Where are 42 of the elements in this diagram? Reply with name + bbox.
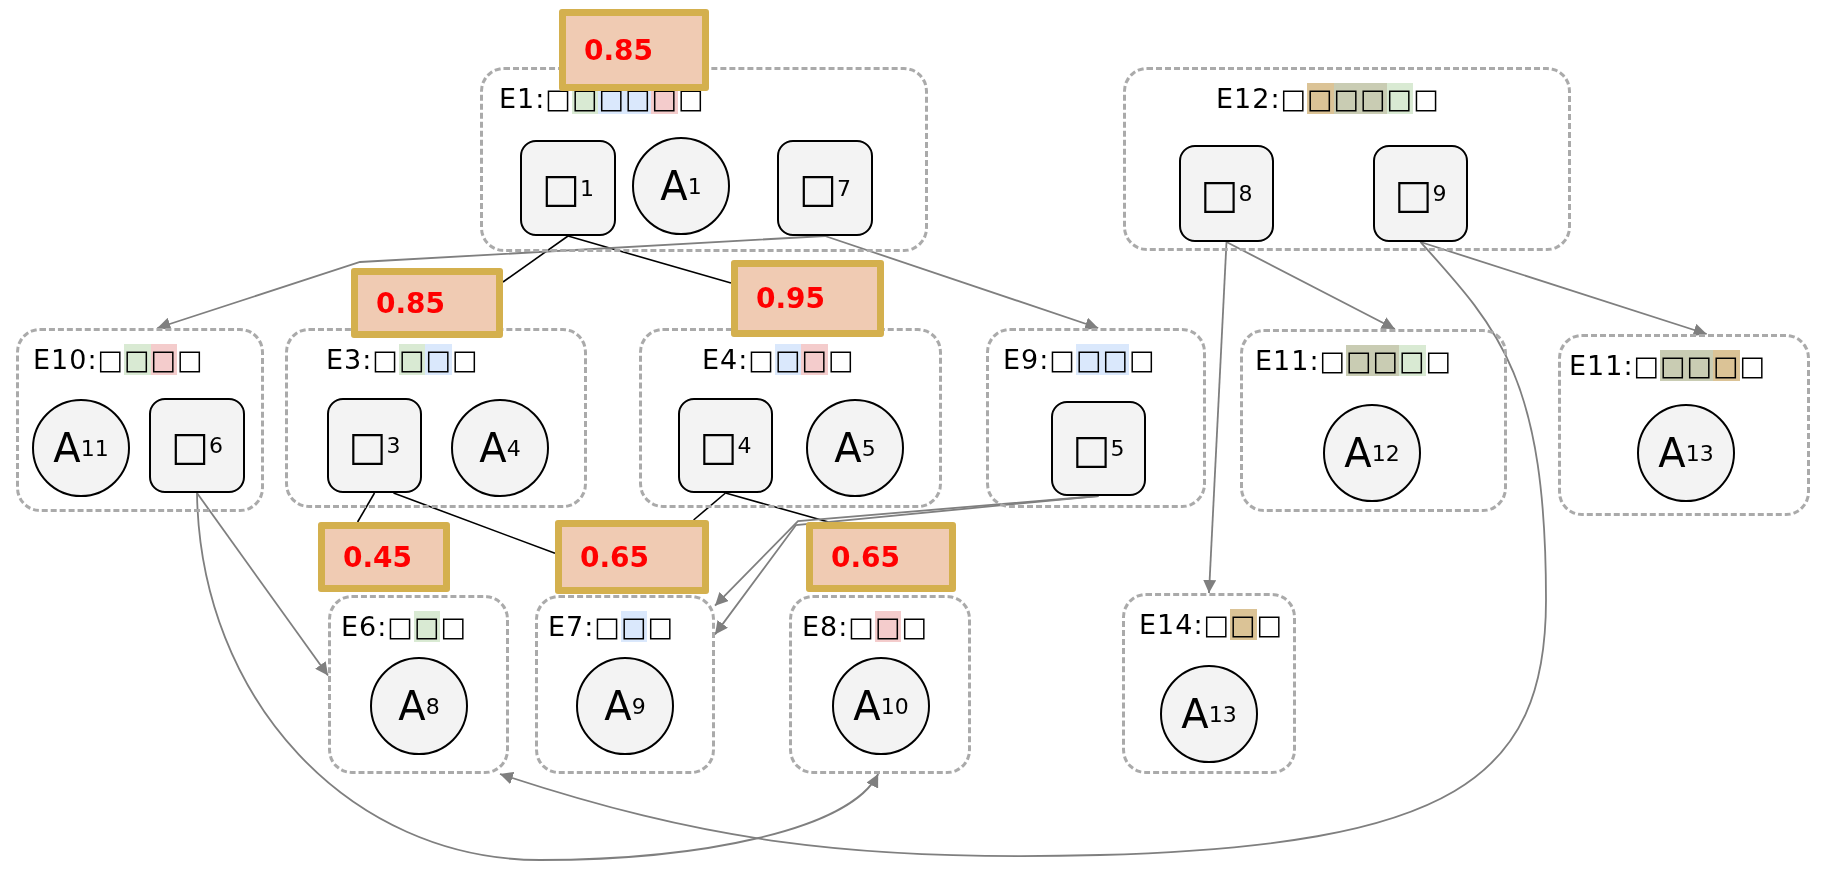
group-container [1123, 67, 1571, 251]
connector-line [567, 235, 732, 284]
group-container [1122, 593, 1296, 774]
score-box: 0.65 [806, 522, 956, 592]
arrow [196, 492, 880, 861]
arrow [824, 235, 1100, 330]
score-box: 0.85 [559, 9, 709, 91]
group-container [1558, 334, 1810, 516]
arrow [714, 495, 1100, 636]
score-box: 0.65 [555, 520, 709, 594]
group-heading: E8:□□□ [802, 610, 928, 644]
connector-line [392, 492, 556, 555]
group-container [535, 595, 715, 774]
group-heading: E11:□□□□□ [1255, 344, 1453, 378]
group-container [986, 328, 1206, 508]
group-heading: E14:□□□ [1139, 608, 1284, 642]
group-heading: E3:□□□□ [326, 343, 479, 377]
group-container [639, 328, 942, 508]
arrow [1203, 241, 1228, 594]
connector-line [502, 235, 569, 283]
group-heading: E9:□□□□ [1003, 343, 1156, 377]
arrow [499, 241, 1547, 858]
arrow [1419, 241, 1708, 337]
score-box: 0.85 [351, 268, 503, 338]
group-heading: E11:□□□□□ [1569, 349, 1767, 383]
connector-line [356, 492, 376, 523]
group-container [789, 595, 971, 774]
group-container [1240, 329, 1507, 512]
group-container [16, 328, 264, 512]
arrow [1225, 241, 1396, 330]
group-heading: E10:□□□□ [33, 343, 204, 377]
connector-line [692, 492, 727, 521]
group-heading: E7:□□□ [548, 610, 674, 644]
score-box: 0.45 [318, 522, 450, 592]
score-box: 0.95 [731, 260, 884, 337]
group-heading: E12:□□□□□□ [1216, 82, 1440, 116]
arrow [156, 235, 826, 331]
group-container [285, 328, 587, 508]
group-heading: E4:□□□□ [702, 343, 855, 377]
group-container [328, 595, 509, 774]
group-heading: E6:□□□ [341, 610, 467, 644]
arrow [196, 492, 329, 677]
